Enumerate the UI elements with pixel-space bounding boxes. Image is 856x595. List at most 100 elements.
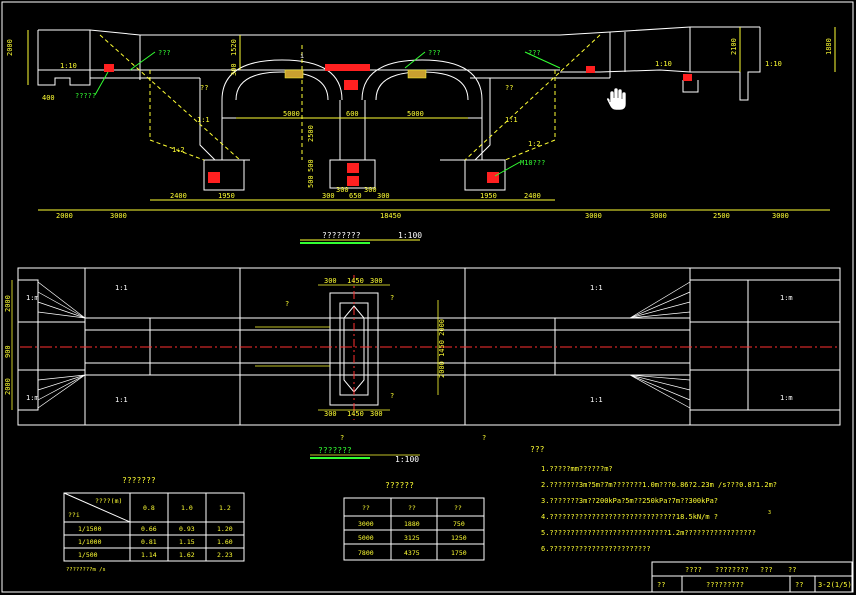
leader-m10 [494,161,521,177]
t2-r2-c2: 1750 [451,549,467,557]
dim-right-2100: 2100 [730,38,738,55]
table1-frame [63,492,245,562]
notes-title: ??? [530,445,545,454]
table2-text: ?????? ?? ?? ?? 3000 1880 750 5000 3125 … [358,481,467,557]
notes: ??? 1.?????mm??????m? 2.???????3m?5m?7m?… [530,445,777,553]
fan-l-2 [37,291,86,319]
table1-grid [63,492,245,562]
t1-r0-c3: 1.20 [217,525,233,533]
slope-1-2: 1:2 [172,146,185,154]
note-3: 3.???????3m??200kPa?5m??250kPa?7m??300kP… [541,497,718,505]
fan-lines [37,281,691,409]
t1-col-2: 1.2 [219,504,231,512]
t2-col-0: ?? [362,504,370,512]
dim-top-1520: 1520 [230,39,238,56]
title-block-frame [651,561,853,593]
bottom-dim-3: 1950 [218,192,235,200]
t2-r0-c2: 750 [453,520,465,528]
plan-text: 300 1450 300 300 1450 300 2000 900 2000 … [4,277,793,464]
bottom-dim-13: 2500 [713,212,730,220]
bottom-dim-10: 2400 [524,192,541,200]
plan-q-3: ? [340,434,344,442]
t1-r0-c2: 0.93 [179,525,195,533]
pier-body [339,100,366,161]
deck-highlight [325,64,370,71]
tb-sheet-no: 3-2(1/5) [818,581,852,589]
note-2: 2.???????3m?5m?7m???????1.0m???0.86?2.23… [541,481,777,489]
t1-header-row: ??i [68,511,80,519]
t2-r0-c0: 3000 [358,520,374,528]
callout-top-left: ??? [158,49,171,57]
bottom-dim-8: 300 [377,192,390,200]
t2-r1-c2: 1250 [451,534,467,542]
bottom-dim-5: 300 [336,186,349,194]
callout-low-left: ????? [75,92,96,100]
plan-slope-4: 1:1 [590,284,603,292]
t1-header-diag: ????(m) [95,497,122,505]
plan-left-2000b: 2000 [4,378,12,395]
bottom-dim-7: 300 [364,186,377,194]
elev-title: ???????? [322,231,361,240]
hand-cursor-icon [606,87,627,111]
plan-dim-top-1: 1450 [347,277,364,285]
fan-l-6 [37,374,86,391]
bottom-dim-0: 2000 [56,212,73,220]
plan-slope-5: 1:1 [590,396,603,404]
right-foot [682,80,699,93]
note-sup: 3 [768,510,771,516]
plan-dim-top-0: 300 [324,277,337,285]
plan-slope-7: 1:m [780,394,793,402]
elevation-view [37,26,761,191]
elevation-text: 2000 400 2100 1880 1520 300 5000 600 500… [6,38,833,240]
plan-dim-top-2: 300 [370,277,383,285]
fan-r-7 [629,374,691,401]
bottom-dim-4: 300 [322,192,335,200]
fan-l-1 [37,281,86,319]
fan-r-1 [629,281,691,319]
grade-right: 1:10 [655,60,672,68]
pier-cap-red [344,80,358,90]
t1-r2-c1: 1.14 [141,551,157,559]
plan-dim-bot-2: 300 [370,410,383,418]
elevation-highlights [104,64,692,186]
pier-height-2500: 2500 [307,125,315,142]
callout-arch-left: ?? [200,84,208,92]
bottom-dim-12: 3000 [650,212,667,220]
pier-block-red2 [347,176,359,186]
plan-left-2000a: 2000 [4,295,12,312]
dim-left-400: 400 [42,94,55,102]
plan-slope-3: 1:m [26,394,39,402]
fan-r-4 [629,311,691,319]
left-wing-plan [17,279,39,411]
callout-leaders [94,51,561,177]
plan-slope-6: 1:m [780,294,793,302]
plan-dim-bot-0: 300 [324,410,337,418]
plan-q-0: ? [285,300,289,308]
tb-r1-1: ???????? [715,566,749,574]
t1-r1-c3: 1.60 [217,538,233,546]
t2-r1-c0: 5000 [358,534,374,542]
bottom-dim-11: 3000 [585,212,602,220]
plan-q-1: ? [390,294,394,302]
tb-r2-left: ?? [657,581,665,589]
span-dim-left: 5000 [283,110,300,118]
right-wingwall [689,27,761,101]
t2-col-1: ?? [408,504,416,512]
plan-slope-2: 1:m [26,294,39,302]
grade-right2: 1:10 [765,60,782,68]
t1-r1-c2: 1.15 [179,538,195,546]
note-4: 4.??????????????????????????????18.5kN/m… [541,513,718,521]
t1-col-0: 0.8 [143,504,155,512]
fan-l-8 [37,374,86,409]
title-block-text: ???? ???????? ??? ?? ?? ????????? ?? 3-2… [657,566,852,589]
t1-footnote: ????????m /s [66,567,106,573]
tb-r2-right: ?? [795,581,803,589]
keystone-right [407,69,427,79]
title-block-grid [651,561,853,593]
t2-col-2: ?? [454,504,462,512]
leader-top-right [524,51,561,69]
fan-r-2 [629,291,691,319]
right-footing-red [487,172,499,183]
right-rail-block [586,66,595,73]
